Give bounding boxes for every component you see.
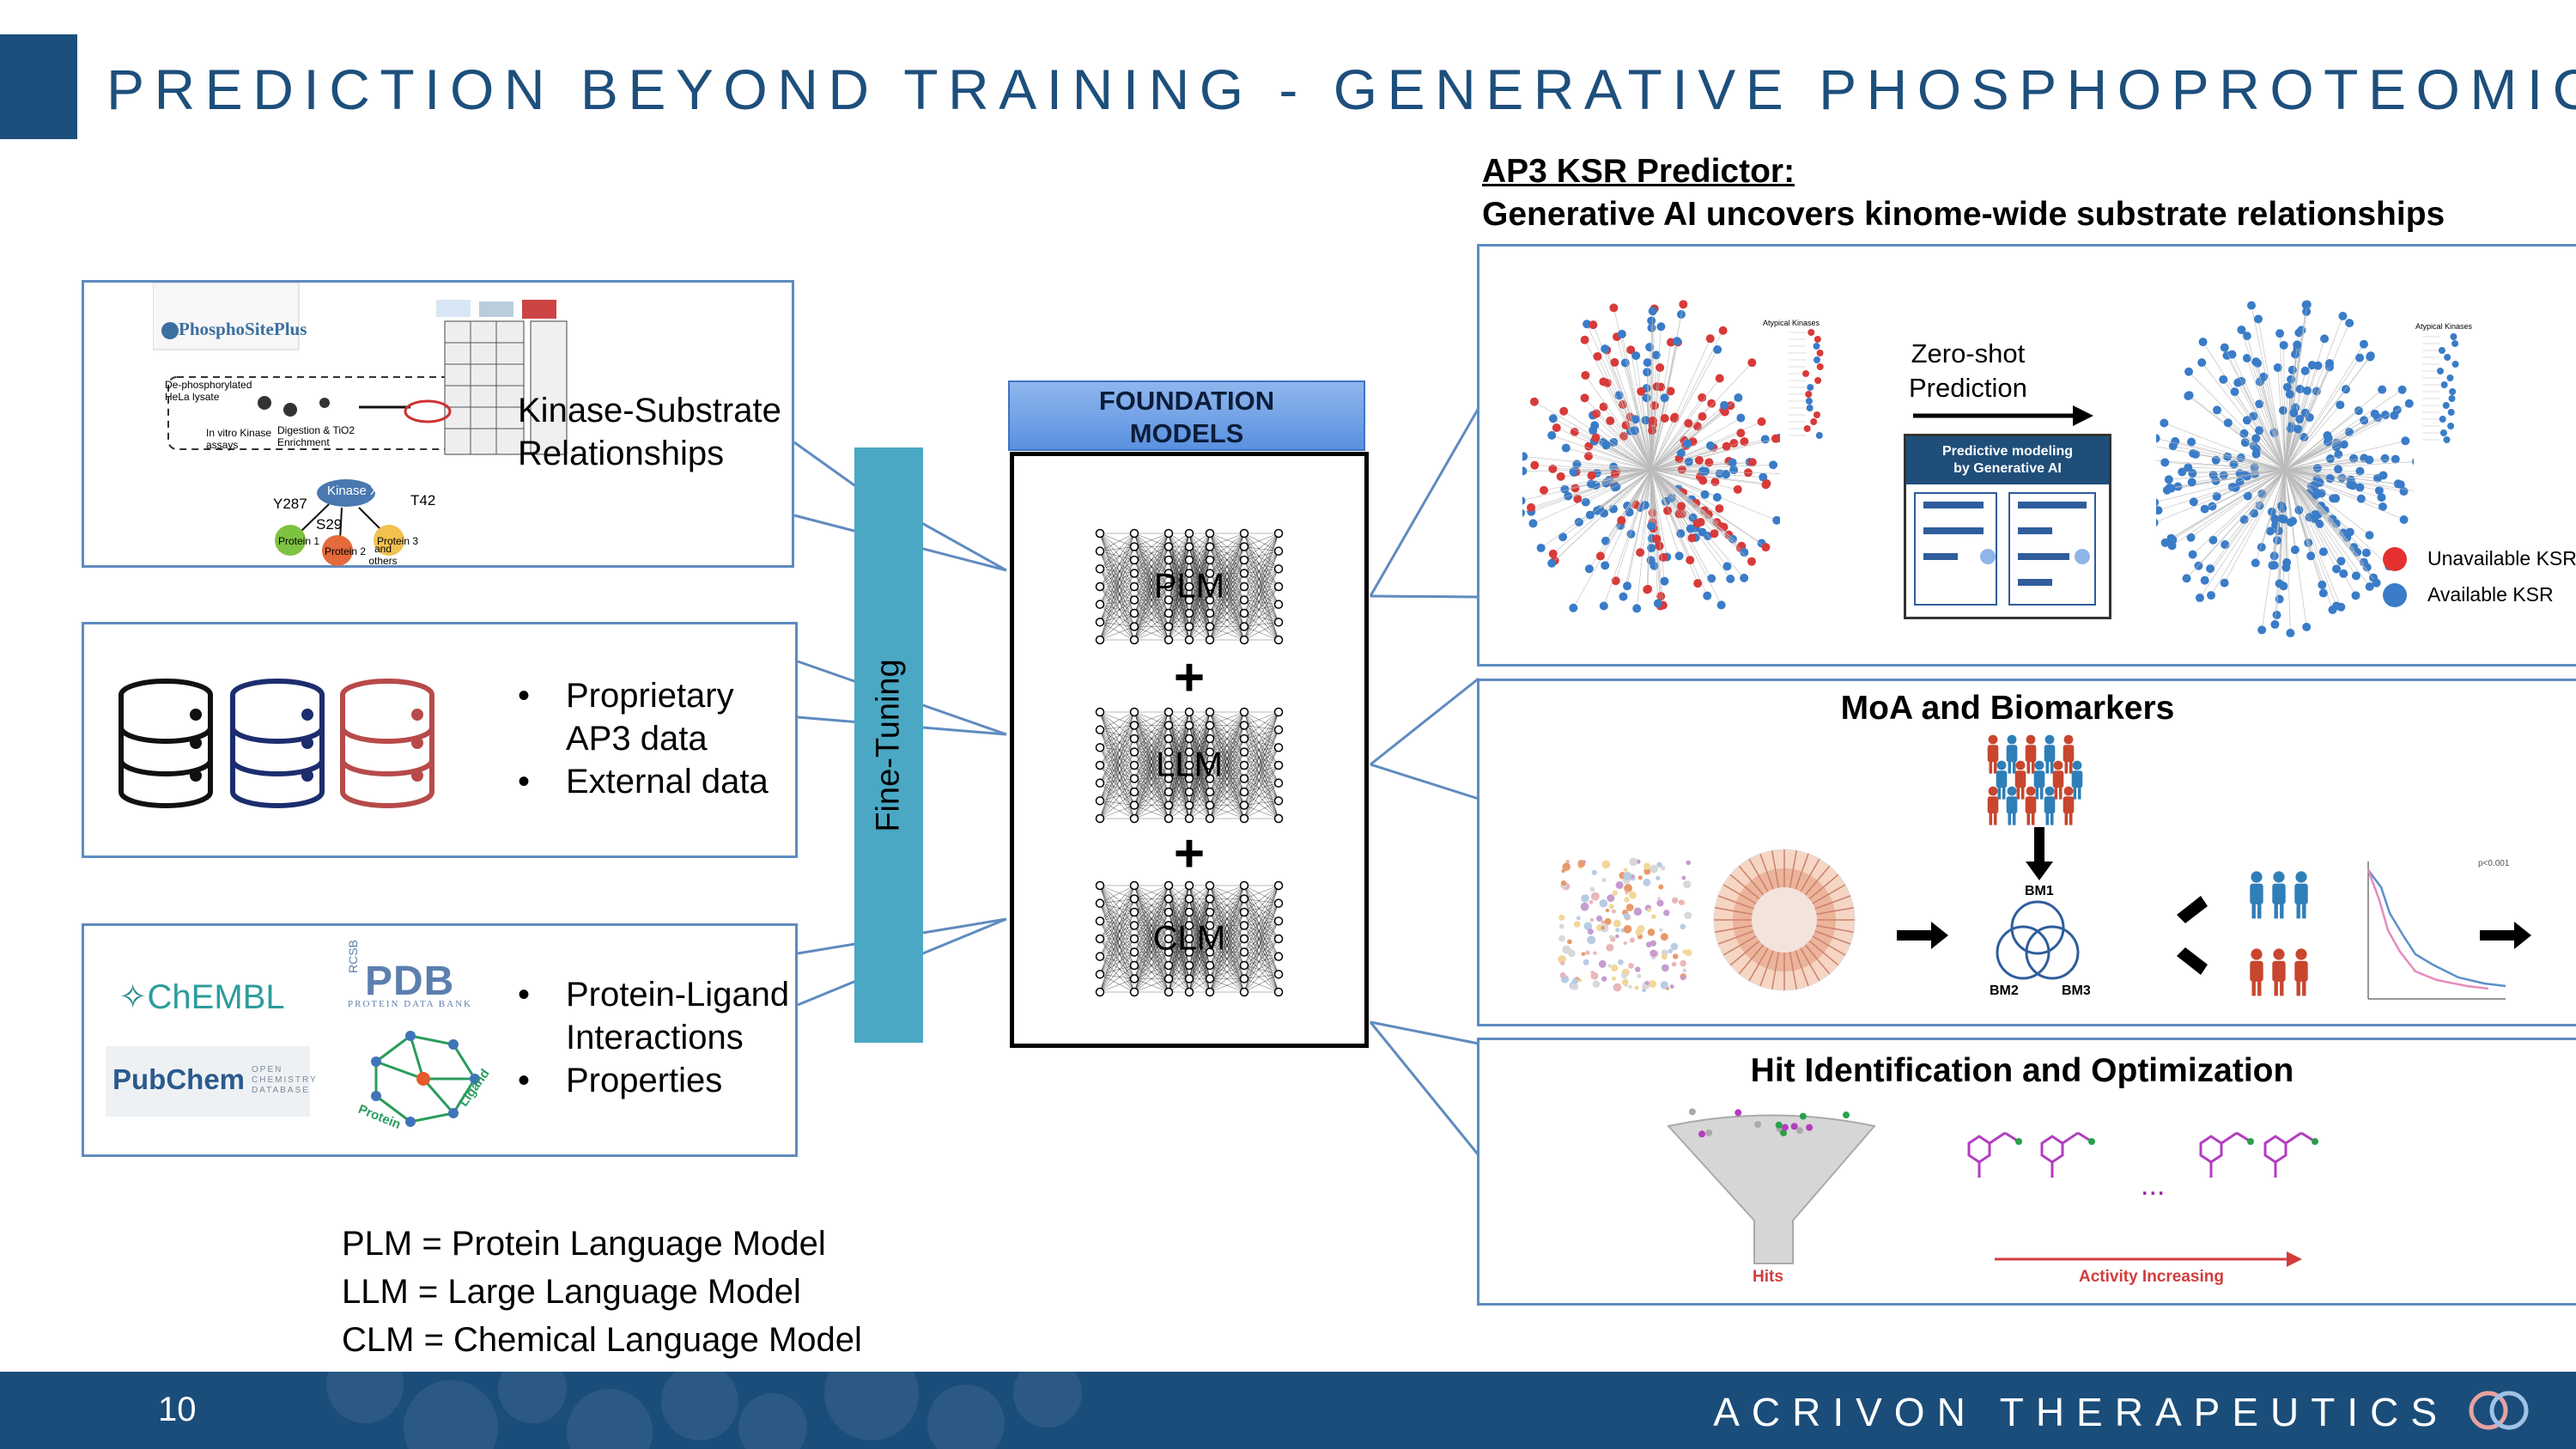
ksr-heading-line1: AP3 KSR Predictor:: [1482, 153, 1795, 190]
p-value-label: p<0.001: [2478, 859, 2510, 868]
foundation-models-header: FOUNDATION MODELS: [1008, 381, 1365, 451]
biomarker-venn: [1996, 900, 2080, 980]
footer-bar: 10 ACRIVON THERAPEUTICS: [0, 1372, 2576, 1449]
protein-ligand-bullets: Protein-Ligand Interactions Properties: [518, 973, 793, 1102]
kinome-tree-before: [1522, 300, 1780, 613]
pubchem-logo: PubChem OPEN CHEMISTRY DATABASE: [106, 1046, 316, 1117]
kinase-substrate-label-1: Kinase-Substrate: [518, 392, 781, 429]
moa-title: MoA and Biomarkers: [1840, 690, 2175, 727]
atypical-kinases-right: [2422, 333, 2459, 443]
bm1-label: BM1: [2025, 884, 2054, 898]
neural-network-graphics: [1095, 528, 1284, 997]
available-ksr-label: Available KSR: [2427, 583, 2554, 606]
unavailable-ksr-swatch: [2383, 547, 2407, 571]
panel-moa-biomarkers: MoA and Biomarkers: [1477, 679, 2576, 1026]
model-box-line1: Predictive modeling: [1941, 444, 2074, 459]
definition-plm: PLM = Protein Language Model: [342, 1225, 826, 1263]
panel-ap3-data: Proprietary AP3 data External data: [82, 622, 798, 858]
survival-plot: [2366, 861, 2506, 1000]
panel-kinase-substrate: PhosphoSitePlus De-phosphorylated HeLa l…: [82, 280, 794, 568]
bullet-properties: Properties: [518, 1059, 793, 1102]
model-clm: CLM: [1152, 919, 1226, 958]
company-name: ACRIVON THERAPEUTICS: [1713, 1390, 2449, 1434]
neural-net-3: [1095, 880, 1284, 997]
page-title: PREDICTION BEYOND TRAINING - GENERATIVE …: [106, 58, 2576, 121]
kinase-x-label: Kinase X: [327, 484, 380, 498]
ksr-heading: AP3 KSR Predictor: Generative AI uncover…: [1482, 150, 2445, 236]
database-icon-black: [118, 679, 213, 808]
atypical-label-right: Atypical Kinases: [2415, 322, 2473, 331]
model-llm: LLM: [1156, 746, 1223, 784]
protein2-label: Protein 2: [325, 545, 367, 557]
unavailable-ksr-label: Unavailable KSR: [2427, 547, 2576, 569]
phosphosite-diagram: [152, 282, 568, 566]
site-y287: Y287: [273, 496, 307, 512]
definition-llm: LLM = Large Language Model: [342, 1273, 801, 1311]
site-t42: T42: [410, 492, 436, 508]
definition-clm: CLM = Chemical Language Model: [342, 1321, 862, 1359]
ap3-data-bullets: Proprietary AP3 data External data: [518, 674, 775, 803]
fine-tuning-label: Fine-Tuning: [870, 658, 907, 832]
database-icons: [118, 679, 434, 808]
bm2-label: BM2: [1990, 983, 2019, 998]
zero-shot-arrow: [1913, 405, 2093, 426]
ksr-heading-line2: Generative AI uncovers kinome-wide subst…: [1482, 196, 2445, 233]
model-flowchart: [1914, 492, 2096, 606]
site-s29: S29: [316, 516, 343, 533]
page-number: 10: [158, 1391, 197, 1428]
available-ksr-swatch: [2383, 583, 2407, 607]
bullet-proprietary: Proprietary AP3 data: [518, 674, 775, 760]
bullet-protein-ligand: Protein-Ligand Interactions: [518, 973, 793, 1059]
phosphositeplus-logo: PhosphoSitePlus: [179, 319, 307, 339]
protein-ligand-network-icon: [371, 1031, 480, 1127]
kinase-substrate-label-2: Relationships: [518, 435, 725, 472]
hit-title: Hit Identification and Optimization: [1750, 1052, 2294, 1089]
foundation-models-line1: FOUNDATION: [1098, 386, 1275, 416]
model-box-line2: by Generative AI: [1953, 461, 2062, 476]
digestion-label: Digestion & TiO2 Enrichment: [277, 424, 355, 448]
chembl-icon: ✧: [118, 978, 148, 1016]
bullet-external: External data: [518, 760, 775, 803]
acrivon-logo-icon: [2469, 1391, 2529, 1430]
protein3-label: Protein 3: [377, 535, 419, 547]
atypical-kinases-left: [1789, 329, 1824, 439]
screening-funnel: [1667, 1108, 1876, 1264]
foundation-models-line2: MODELS: [1129, 418, 1244, 448]
assay-label: In vitro Kinase assays: [206, 427, 272, 451]
foundation-models-box: PLM + LLM + CLM: [1010, 452, 1369, 1048]
and-others-label: and others: [368, 543, 398, 567]
hits-label: Hits: [1753, 1268, 1783, 1286]
fine-tuning-bar: Fine-Tuning: [854, 447, 923, 1043]
hit-figure: [1667, 1108, 2318, 1267]
zero-shot-line1: Zero-shot: [1911, 338, 2026, 368]
plus-sign-2: +: [1173, 824, 1206, 884]
database-icon-blue: [230, 679, 325, 808]
ellipsis-label: ...: [2141, 1169, 2166, 1202]
panel-protein-ligand: ✧ChEMBL PubChem OPEN CHEMISTRY DATABASE …: [82, 923, 798, 1157]
generative-model-box: Predictive modeling by Generative AI: [1904, 434, 2111, 619]
bm3-label: BM3: [2062, 983, 2091, 998]
model-definitions: PLM = Protein Language Model LLM = Large…: [342, 1220, 862, 1364]
zero-shot-line2: Prediction: [1909, 373, 2027, 403]
kinome-tree-after: [2156, 300, 2414, 638]
model-plm: PLM: [1153, 567, 1225, 606]
activity-increasing-label: Activity Increasing: [2079, 1268, 2224, 1286]
generative-model-title: Predictive modeling by Generative AI: [1906, 436, 2109, 484]
neural-net-1: [1095, 528, 1284, 645]
protein1-label: Protein 1: [278, 535, 320, 547]
circular-heatmap: [1713, 849, 1856, 991]
neural-net-2: [1095, 707, 1284, 824]
title-accent-bar: [0, 34, 77, 139]
lysate-label: De-phosphorylated HeLa lysate: [165, 379, 252, 403]
atypical-label-left: Atypical Kinases: [1763, 319, 1820, 327]
panel-ksr-predictor: Atypical Kinases Atypical Kinases Zero-s…: [1477, 244, 2576, 667]
panel-hit-identification: Hit Identification and Optimization Hits…: [1477, 1038, 2576, 1306]
chembl-logo: ✧ChEMBL: [118, 978, 285, 1016]
phosphosite-figure: PhosphoSitePlus De-phosphorylated HeLa l…: [152, 282, 582, 567]
database-icon-red: [340, 679, 434, 808]
moa-figure: [1558, 734, 2531, 1000]
plus-sign-1: +: [1173, 648, 1206, 708]
zero-shot-label: Zero-shot Prediction: [1909, 337, 2027, 405]
